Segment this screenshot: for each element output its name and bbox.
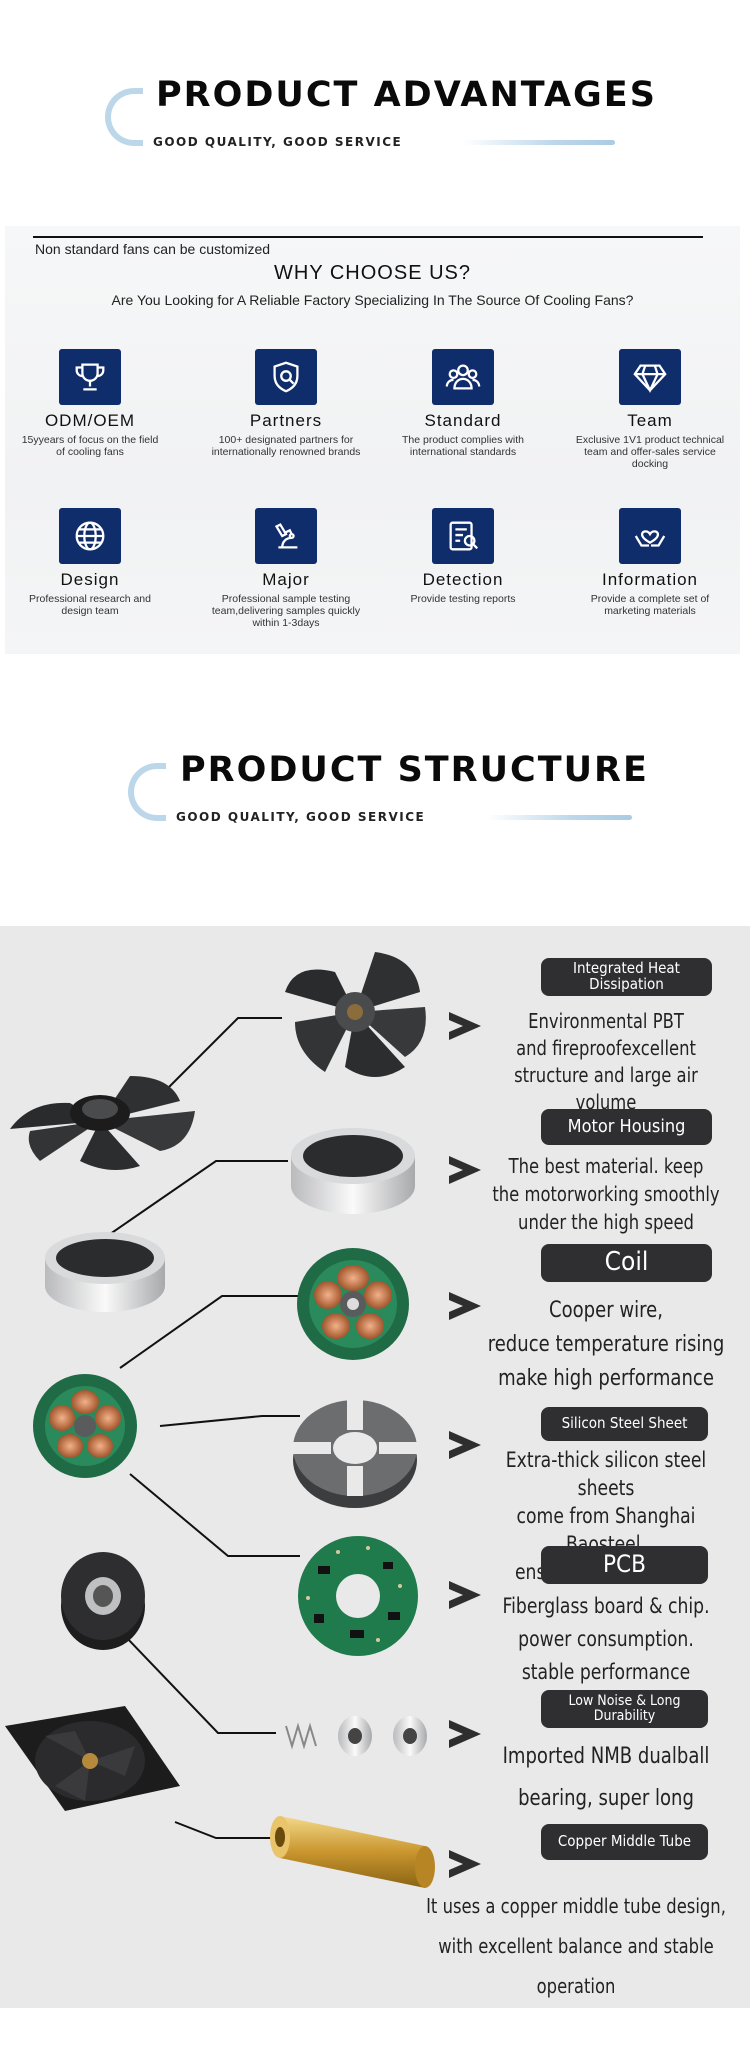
advantages-title: PRODUCT ADVANTAGES <box>156 75 657 115</box>
arrow-icon <box>449 1720 481 1748</box>
feature-desc: 100+ designated partners for internation… <box>211 434 361 458</box>
feature-name: Information <box>601 570 699 589</box>
part-label-coil: Coil <box>541 1244 712 1282</box>
part-label-motor-housing: Motor Housing <box>541 1109 712 1145</box>
pcb-board <box>298 1536 418 1656</box>
structure-panel: Integrated Heat Dissipation Environmenta… <box>0 926 750 2008</box>
part-label-copper-tube: Copper Middle Tube <box>541 1824 708 1860</box>
feature-desc: Provide a complete set of marketing mate… <box>590 593 710 617</box>
arrow-icon <box>449 1156 481 1184</box>
divider-line <box>33 236 703 238</box>
group-icon <box>432 349 494 405</box>
customization-note: Non standard fans can be customized <box>35 241 271 257</box>
feature-partners: Partners 100+ designated partners for in… <box>201 349 371 458</box>
feature-name: Major <box>262 570 310 589</box>
header-arc-decoration <box>105 88 143 146</box>
part-desc-copper-tube: It uses a copper middle tube design,with… <box>426 1894 726 1998</box>
globe-icon <box>59 508 121 564</box>
heart-hands-icon <box>619 508 681 564</box>
diamond-icon <box>619 349 681 405</box>
feature-desc: 15yyears of focus on the field of coolin… <box>21 434 159 458</box>
feature-name: Detection <box>422 570 504 589</box>
feature-name: Standard <box>424 411 502 430</box>
why-lead: Are You Looking for A Reliable Factory S… <box>111 292 634 308</box>
feature-name: Partners <box>249 411 323 430</box>
fan-assembly-left <box>10 1076 195 1170</box>
part-label-low-noise: Low Noise & Long Durability <box>541 1690 708 1728</box>
microscope-icon <box>255 508 317 564</box>
ball-bearing <box>61 1552 145 1650</box>
fan-blade-impeller <box>285 952 426 1077</box>
feature-name: ODM/OEM <box>44 411 136 430</box>
feature-desc: The product complies with international … <box>402 434 524 458</box>
feature-desc: Professional research and design team <box>29 593 151 617</box>
silicon-steel-sheet <box>293 1400 417 1508</box>
advantages-header: PRODUCT ADVANTAGES GOOD QUALITY, GOOD SE… <box>0 70 750 160</box>
shield-icon <box>255 349 317 405</box>
feature-standard: Standard The product complies with inter… <box>378 349 548 458</box>
feature-name: Team <box>627 411 673 430</box>
arrow-icon <box>449 1012 481 1040</box>
report-icon <box>432 508 494 564</box>
coil-stator <box>297 1248 409 1360</box>
feature-desc: Provide testing reports <box>410 593 516 605</box>
part-label-silicon-steel: Silicon Steel Sheet <box>541 1407 708 1441</box>
arrow-icon <box>449 1292 481 1320</box>
feature-name: Design <box>60 570 120 589</box>
part-label-pcb: PCB <box>541 1546 708 1584</box>
feature-desc: Professional sample testing team,deliver… <box>211 593 361 629</box>
part-desc-pcb: Fiberglass board & chip.power consumptio… <box>502 1594 710 1684</box>
arrow-icon <box>449 1850 481 1878</box>
feature-odm-oem: ODM/OEM 15yyears of focus on the field o… <box>5 349 175 458</box>
arrow-icon <box>449 1581 481 1609</box>
copper-middle-tube <box>270 1816 435 1888</box>
header-underline <box>463 140 615 145</box>
feature-team: Team Exclusive 1V1 product technical tea… <box>565 349 735 470</box>
why-title: WHY CHOOSE US? <box>274 262 471 284</box>
coil-stator-left <box>33 1374 137 1478</box>
advantages-subtitle: GOOD QUALITY, GOOD SERVICE <box>153 135 403 149</box>
feature-design: Design Professional research and design … <box>5 508 175 617</box>
feature-detection: Detection Provide testing reports <box>378 508 548 605</box>
spring-and-mini-bearings <box>285 1716 427 1756</box>
structure-header: PRODUCT STRUCTURE GOOD QUALITY, GOOD SER… <box>0 746 750 836</box>
part-label-heat-dissipation: Integrated Heat Dissipation <box>541 958 712 996</box>
structure-title: PRODUCT STRUCTURE <box>180 750 649 790</box>
header-arc-decoration <box>128 763 166 821</box>
structure-subtitle: GOOD QUALITY, GOOD SERVICE <box>176 810 426 824</box>
motor-housing-ring <box>291 1128 415 1214</box>
trophy-icon <box>59 349 121 405</box>
exploded-parts-illustration <box>5 952 435 1888</box>
motor-housing-ring-left <box>45 1232 165 1312</box>
square-fan-frame <box>5 1706 180 1811</box>
feature-major: Major Professional sample testing team,d… <box>201 508 371 629</box>
feature-information: Information Provide a complete set of ma… <box>565 508 735 617</box>
arrow-icon <box>449 1431 481 1459</box>
why-choose-panel: Non standard fans can be customized WHY … <box>5 226 740 654</box>
header-underline <box>487 815 632 820</box>
feature-desc: Exclusive 1V1 product technical team and… <box>575 434 725 470</box>
